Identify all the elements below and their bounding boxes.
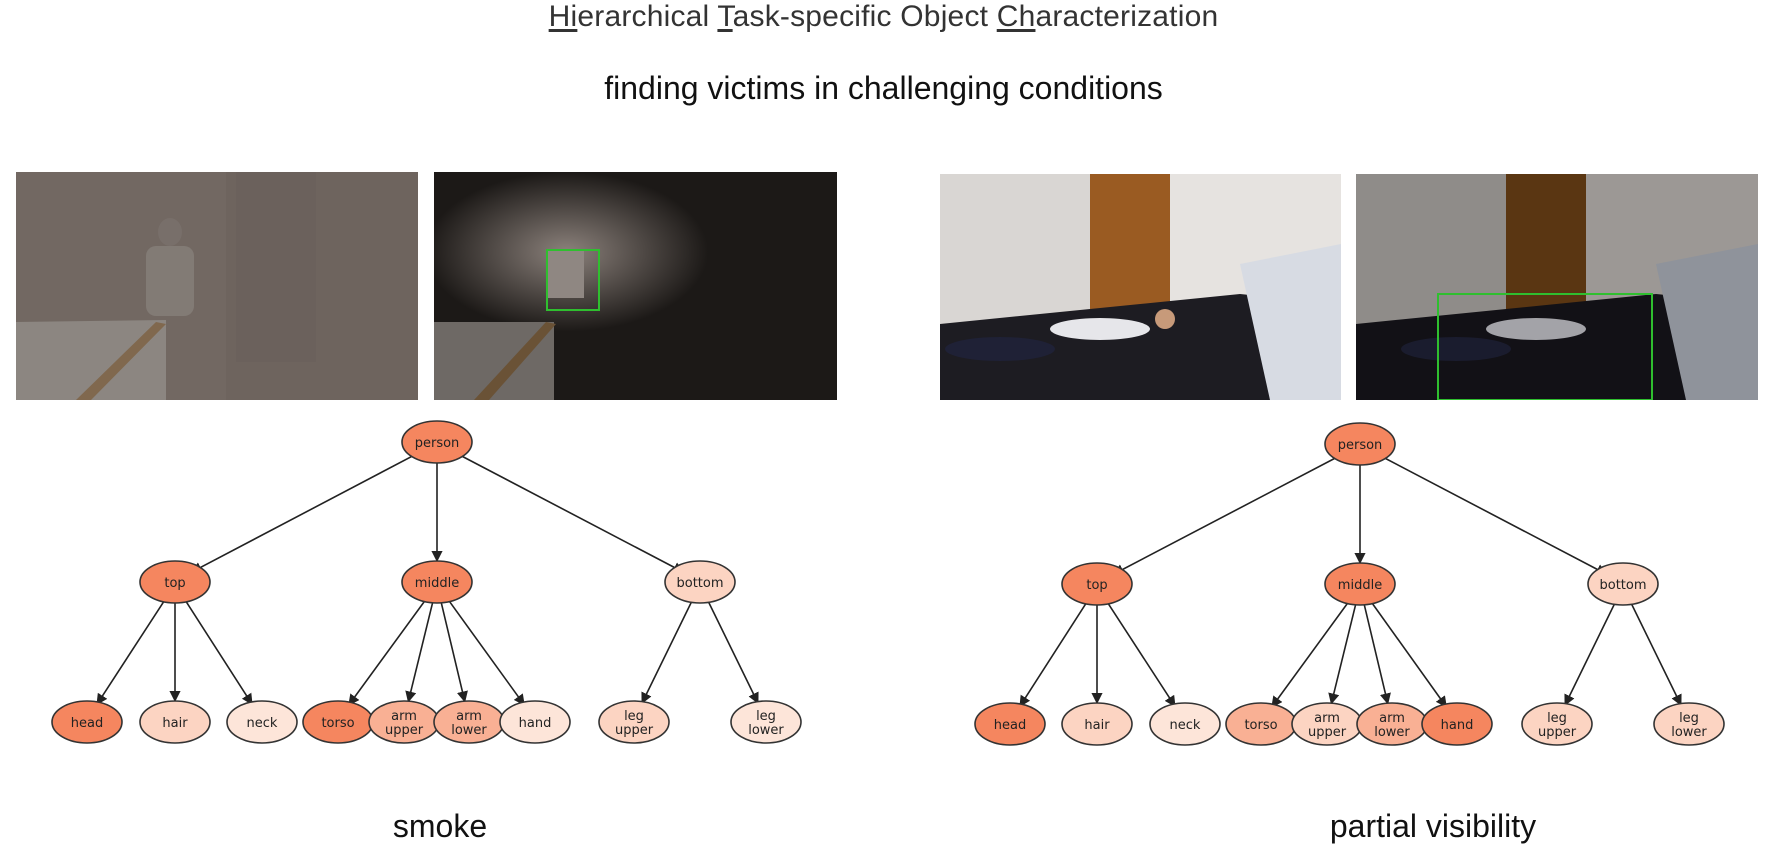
- node-label: upper: [1538, 725, 1577, 740]
- title-part: erarchical: [577, 0, 718, 33]
- node-label: lower: [1671, 725, 1707, 740]
- tree-node-bottom: bottom: [1587, 562, 1659, 606]
- tree-node-middle: middle: [1324, 562, 1396, 606]
- node-label: top: [164, 576, 185, 591]
- node-label: arm: [456, 709, 482, 724]
- tree-edge: [1376, 453, 1608, 575]
- node-label: leg: [1547, 711, 1567, 726]
- tree-node-bottom: bottom: [664, 560, 736, 604]
- title-part: aracterization: [1035, 0, 1219, 33]
- tree-edge: [1630, 602, 1682, 707]
- tree-node-head: head: [974, 702, 1046, 746]
- tree-node-hair: hair: [1061, 702, 1133, 746]
- tree-node-top: top: [139, 560, 211, 604]
- smoke-caption: smoke: [392, 808, 488, 844]
- title-part: ask-specific Object: [732, 0, 997, 33]
- smoke-raw-photo: [16, 172, 418, 400]
- tree-edge: [447, 598, 525, 706]
- node-label: hand: [1441, 718, 1474, 733]
- node-label: upper: [1308, 725, 1347, 740]
- node-label: lower: [748, 723, 784, 738]
- partial-caption: partial visibility: [1329, 808, 1537, 844]
- tree-edge: [190, 451, 421, 573]
- node-label: hair: [162, 716, 188, 731]
- tree-node-torso: torso: [302, 700, 374, 744]
- tree-edge: [453, 451, 685, 573]
- detection-box: [1437, 293, 1653, 400]
- tree-node-neck: neck: [226, 700, 298, 744]
- node-label: neck: [247, 716, 278, 731]
- node-label: leg: [756, 709, 776, 724]
- tree-edge: [1363, 604, 1391, 705]
- node-label: middle: [1338, 578, 1382, 593]
- tree-edge: [405, 602, 434, 703]
- tree-edge: [1112, 453, 1344, 575]
- node-label: torso: [1244, 718, 1277, 733]
- tree-node-top: top: [1061, 562, 1133, 606]
- smoke-detection-photo: [434, 172, 837, 400]
- tree-edge: [1106, 601, 1176, 708]
- node-label: hand: [519, 716, 552, 731]
- tree-node-head: head: [51, 700, 123, 744]
- tree-edge: [1019, 601, 1088, 708]
- node-label: person: [1338, 438, 1383, 453]
- node-label: bottom: [1599, 578, 1646, 593]
- tree-node-person: person: [1324, 422, 1396, 466]
- tree-edge: [440, 602, 468, 703]
- node-label: leg: [1679, 711, 1699, 726]
- tree-edge: [641, 600, 693, 705]
- node-label: head: [994, 718, 1026, 733]
- tree-edge: [1271, 600, 1350, 708]
- node-label: person: [415, 436, 460, 451]
- node-label: neck: [1170, 718, 1201, 733]
- node-label: arm: [1314, 711, 1340, 726]
- title-part: T: [717, 0, 733, 33]
- tree-node-neck: neck: [1149, 702, 1221, 746]
- node-label: lower: [1374, 725, 1410, 740]
- tree-node-middle: middle: [401, 560, 473, 604]
- tree-node-person: person: [401, 420, 473, 464]
- tree-edge: [184, 599, 253, 706]
- diagram-subtitle: finding victims in challenging condition…: [604, 70, 1163, 106]
- node-label: bottom: [676, 576, 723, 591]
- node-label: torso: [321, 716, 354, 731]
- detection-box: [546, 249, 600, 311]
- tree-edge: [348, 598, 427, 706]
- tree-node-torso: torso: [1225, 702, 1297, 746]
- partial-detection-photo: [1356, 174, 1758, 400]
- tree-edge: [96, 599, 166, 706]
- node-label: hair: [1084, 718, 1110, 733]
- node-label: upper: [615, 723, 654, 738]
- tree-node-hand: hand: [1421, 702, 1493, 746]
- partial-raw-photo: [940, 174, 1341, 400]
- title-part: Ch: [996, 0, 1036, 33]
- diagram-title: Hierarchical Task-specific Object Charac…: [0, 0, 1767, 34]
- node-label: arm: [391, 709, 417, 724]
- tree-edge: [1328, 604, 1357, 705]
- node-label: top: [1086, 578, 1107, 593]
- tree-edge: [1564, 602, 1616, 707]
- tree-edge: [707, 600, 759, 705]
- node-label: arm: [1379, 711, 1405, 726]
- tree-edge: [1370, 600, 1447, 708]
- node-label: middle: [415, 576, 459, 591]
- node-label: upper: [385, 723, 424, 738]
- title-part: Hi: [548, 0, 578, 33]
- node-label: head: [71, 716, 103, 731]
- tree-node-hair: hair: [139, 700, 211, 744]
- node-label: lower: [451, 723, 487, 738]
- tree-node-hand: hand: [499, 700, 571, 744]
- node-label: leg: [624, 709, 644, 724]
